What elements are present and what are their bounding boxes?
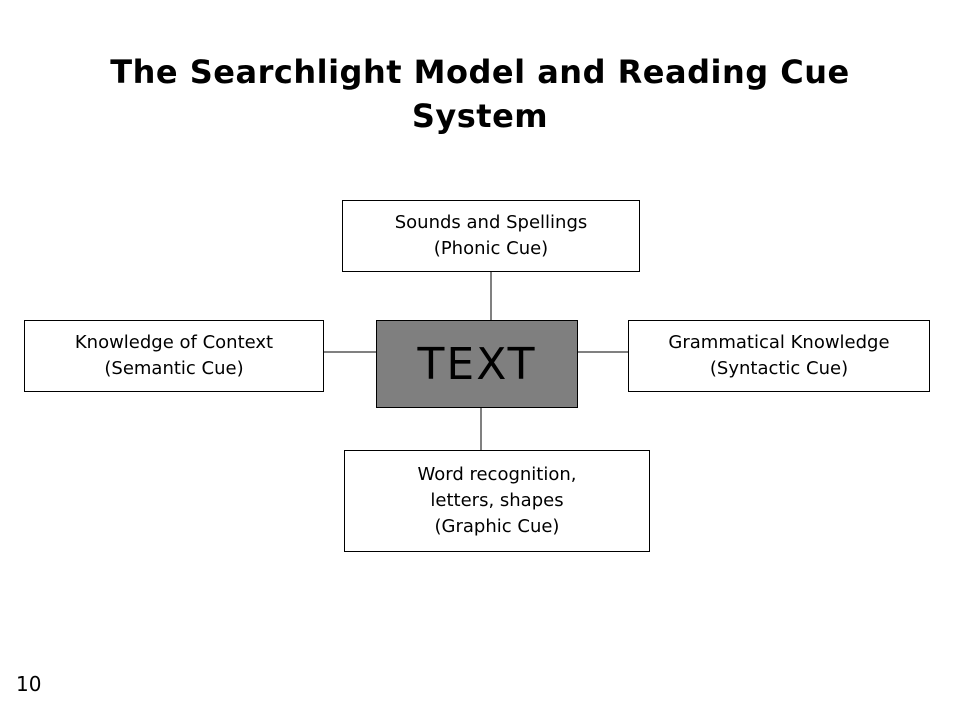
node-syntactic-cue: Grammatical Knowledge (Syntactic Cue) (628, 320, 930, 392)
node-semantic-cue-line-2: (Semantic Cue) (104, 358, 244, 379)
slide-title: The Searchlight Model and Reading Cue Sy… (80, 50, 880, 138)
node-syntactic-cue-line-1: Grammatical Knowledge (668, 332, 890, 353)
node-phonic-cue: Sounds and Spellings (Phonic Cue) (342, 200, 640, 272)
center-text-node: TEXT (376, 320, 578, 408)
center-text-label: TEXT (417, 338, 537, 390)
slide-title-line-2: System (411, 97, 549, 135)
node-graphic-cue-line-1: Word recognition, (417, 464, 577, 485)
node-syntactic-cue-line-2: (Syntactic Cue) (709, 358, 849, 379)
page-number: 10 (16, 672, 42, 696)
node-phonic-cue-line-2: (Phonic Cue) (433, 238, 549, 259)
node-semantic-cue: Knowledge of Context (Semantic Cue) (24, 320, 324, 392)
node-graphic-cue-line-2: letters, shapes (430, 490, 564, 511)
node-phonic-cue-line-1: Sounds and Spellings (394, 212, 588, 233)
node-semantic-cue-line-1: Knowledge of Context (74, 332, 274, 353)
slide-title-line-1: The Searchlight Model and Reading Cue (110, 53, 850, 91)
node-graphic-cue: Word recognition, letters, shapes (Graph… (344, 450, 650, 552)
node-graphic-cue-line-3: (Graphic Cue) (434, 516, 560, 537)
